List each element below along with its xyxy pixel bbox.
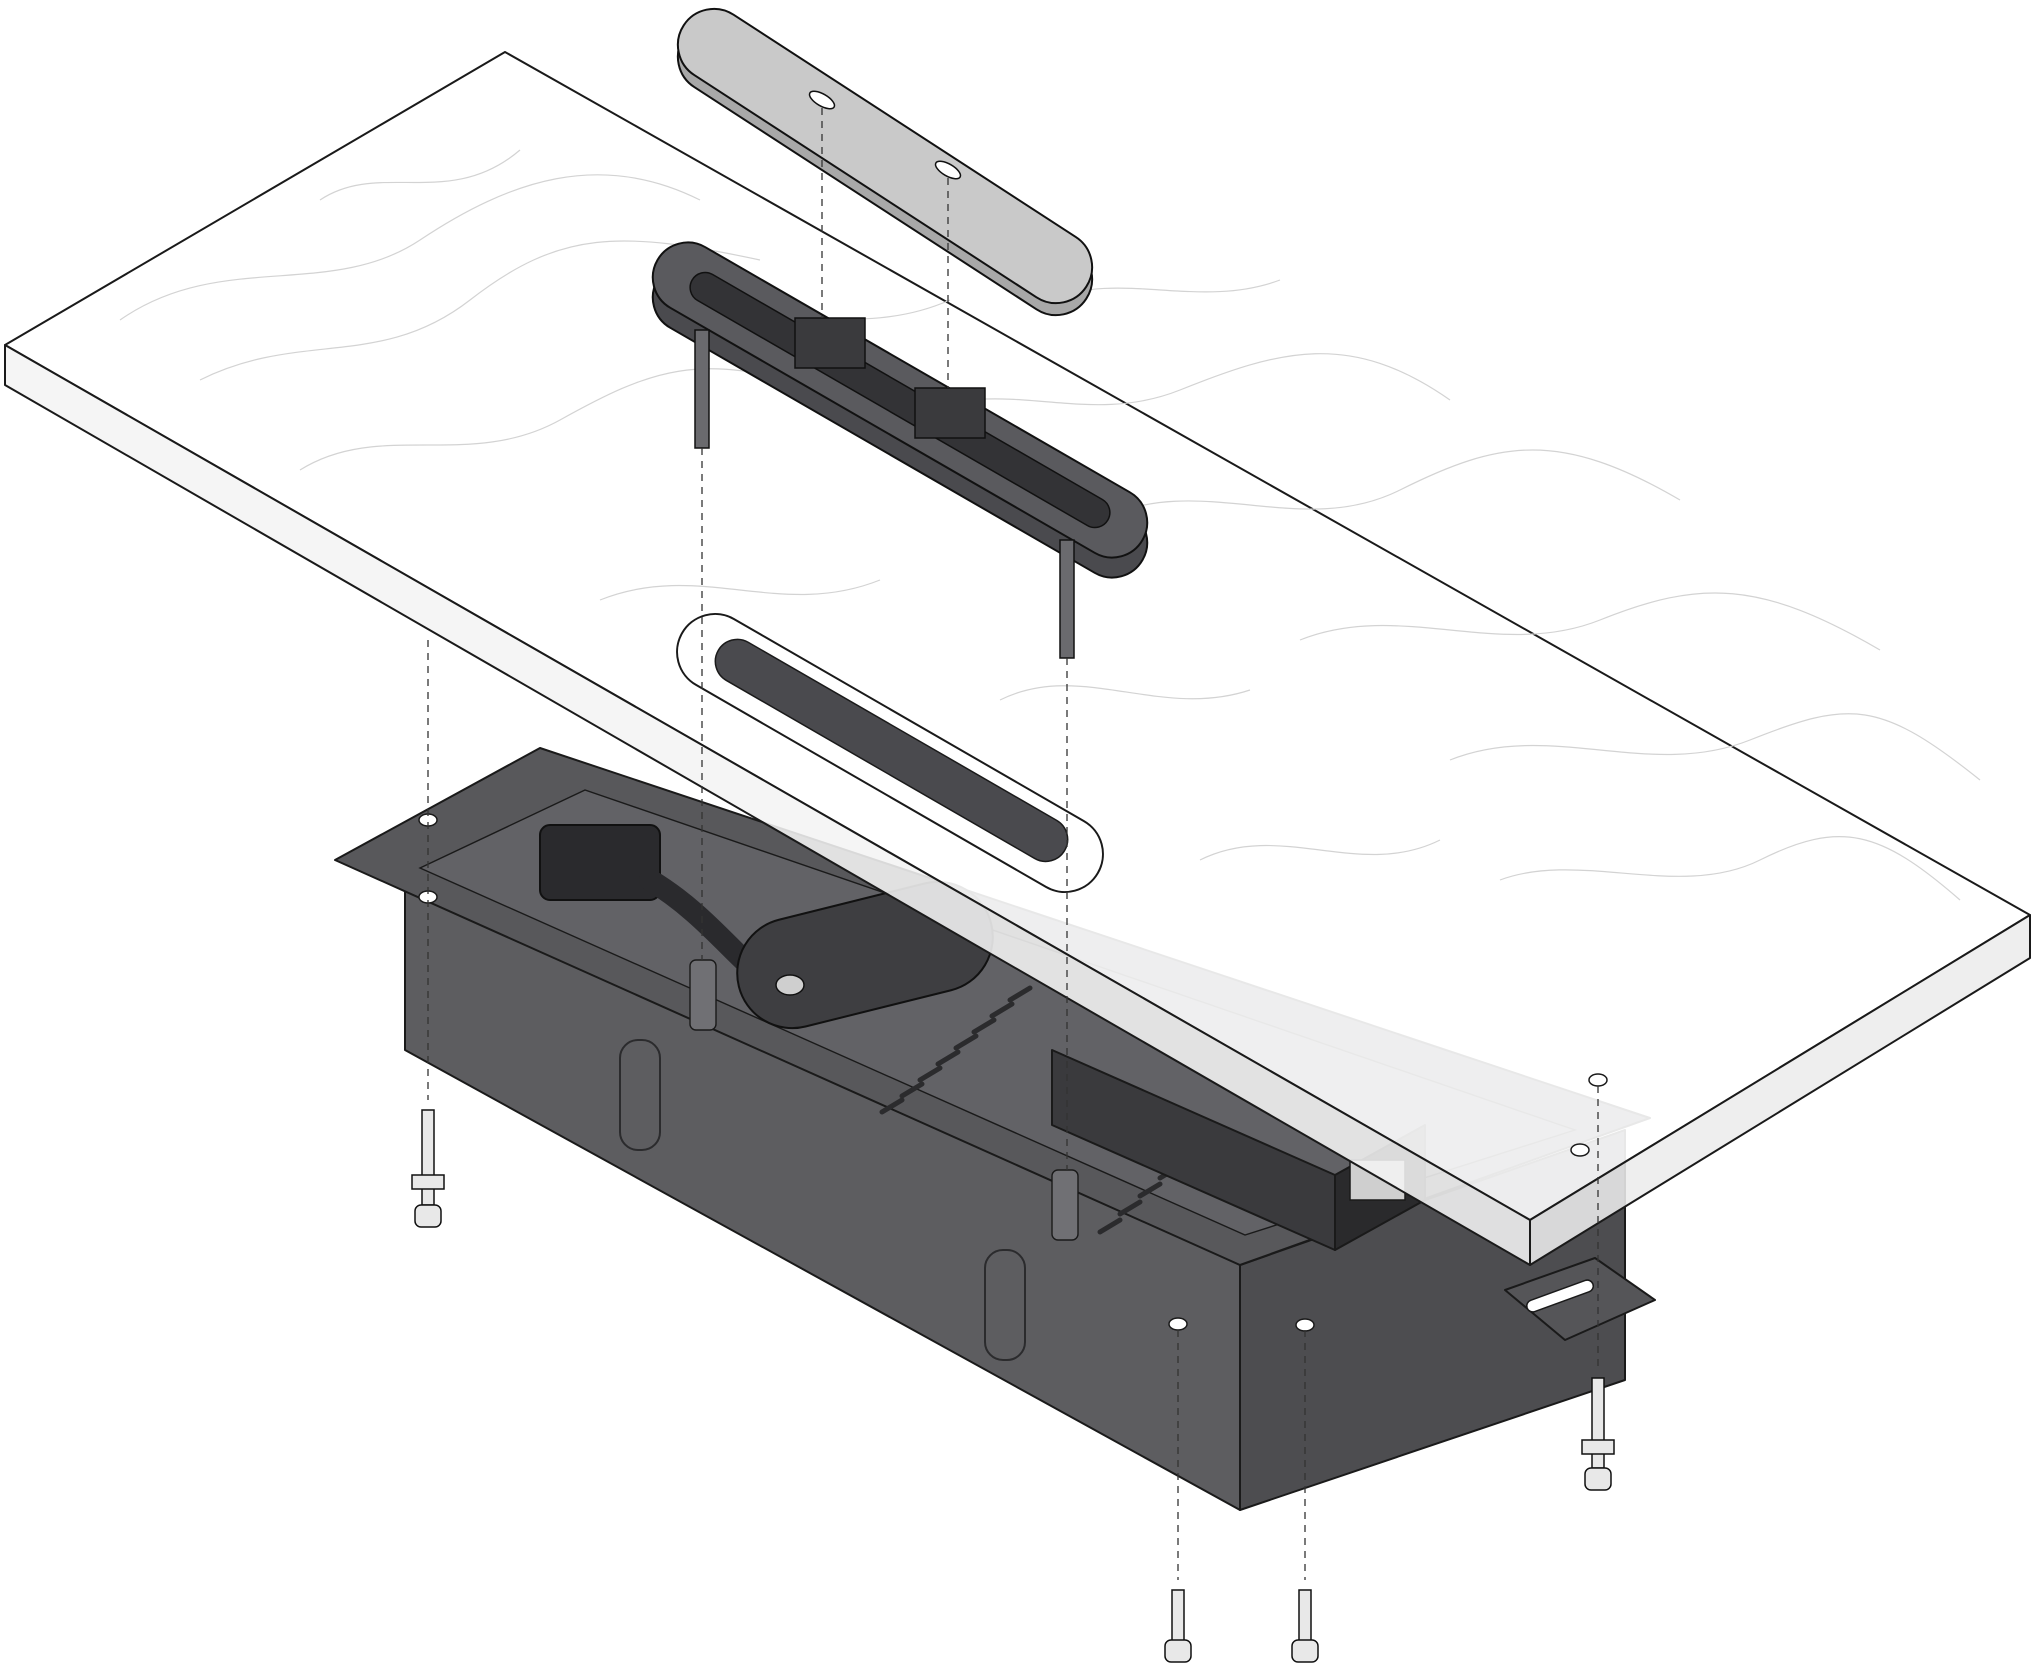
bracket-clip xyxy=(794,317,866,369)
clamp-bracket xyxy=(651,241,1149,659)
tray-end-bracket-slot xyxy=(1525,1279,1595,1313)
tray-end-bracket xyxy=(1504,1257,1656,1341)
machine-screw-icon xyxy=(1291,1589,1319,1663)
tray-vent-slots xyxy=(879,985,1183,1235)
tray-wall-cutout-left xyxy=(619,1039,661,1151)
desk-top-slab xyxy=(4,51,2031,1266)
screws xyxy=(411,1109,1615,1663)
desk-right-face xyxy=(1529,914,2031,1266)
desk-corner-hole xyxy=(1570,1143,1590,1157)
cover-plate-hole xyxy=(934,160,962,180)
cover-plate xyxy=(676,7,1094,317)
cover-plate-hole xyxy=(808,90,836,110)
bracket-clip xyxy=(914,387,986,439)
desk-corner-hole xyxy=(1588,1073,1608,1087)
dongle-hole xyxy=(775,974,805,996)
desk-grommet-cutout xyxy=(676,613,1104,893)
connector-plug xyxy=(539,824,661,901)
machine-screw-icon xyxy=(411,1109,445,1228)
machine-screw-icon xyxy=(1164,1589,1192,1663)
tray-wall-cutout-right xyxy=(984,1249,1026,1361)
alignment-lines xyxy=(427,108,1599,1580)
cover-plate-top xyxy=(676,7,1094,305)
machine-screw-icon xyxy=(1581,1377,1615,1491)
desk-topo-grain xyxy=(119,149,1981,901)
tray-standoff-posts xyxy=(689,959,1079,1241)
